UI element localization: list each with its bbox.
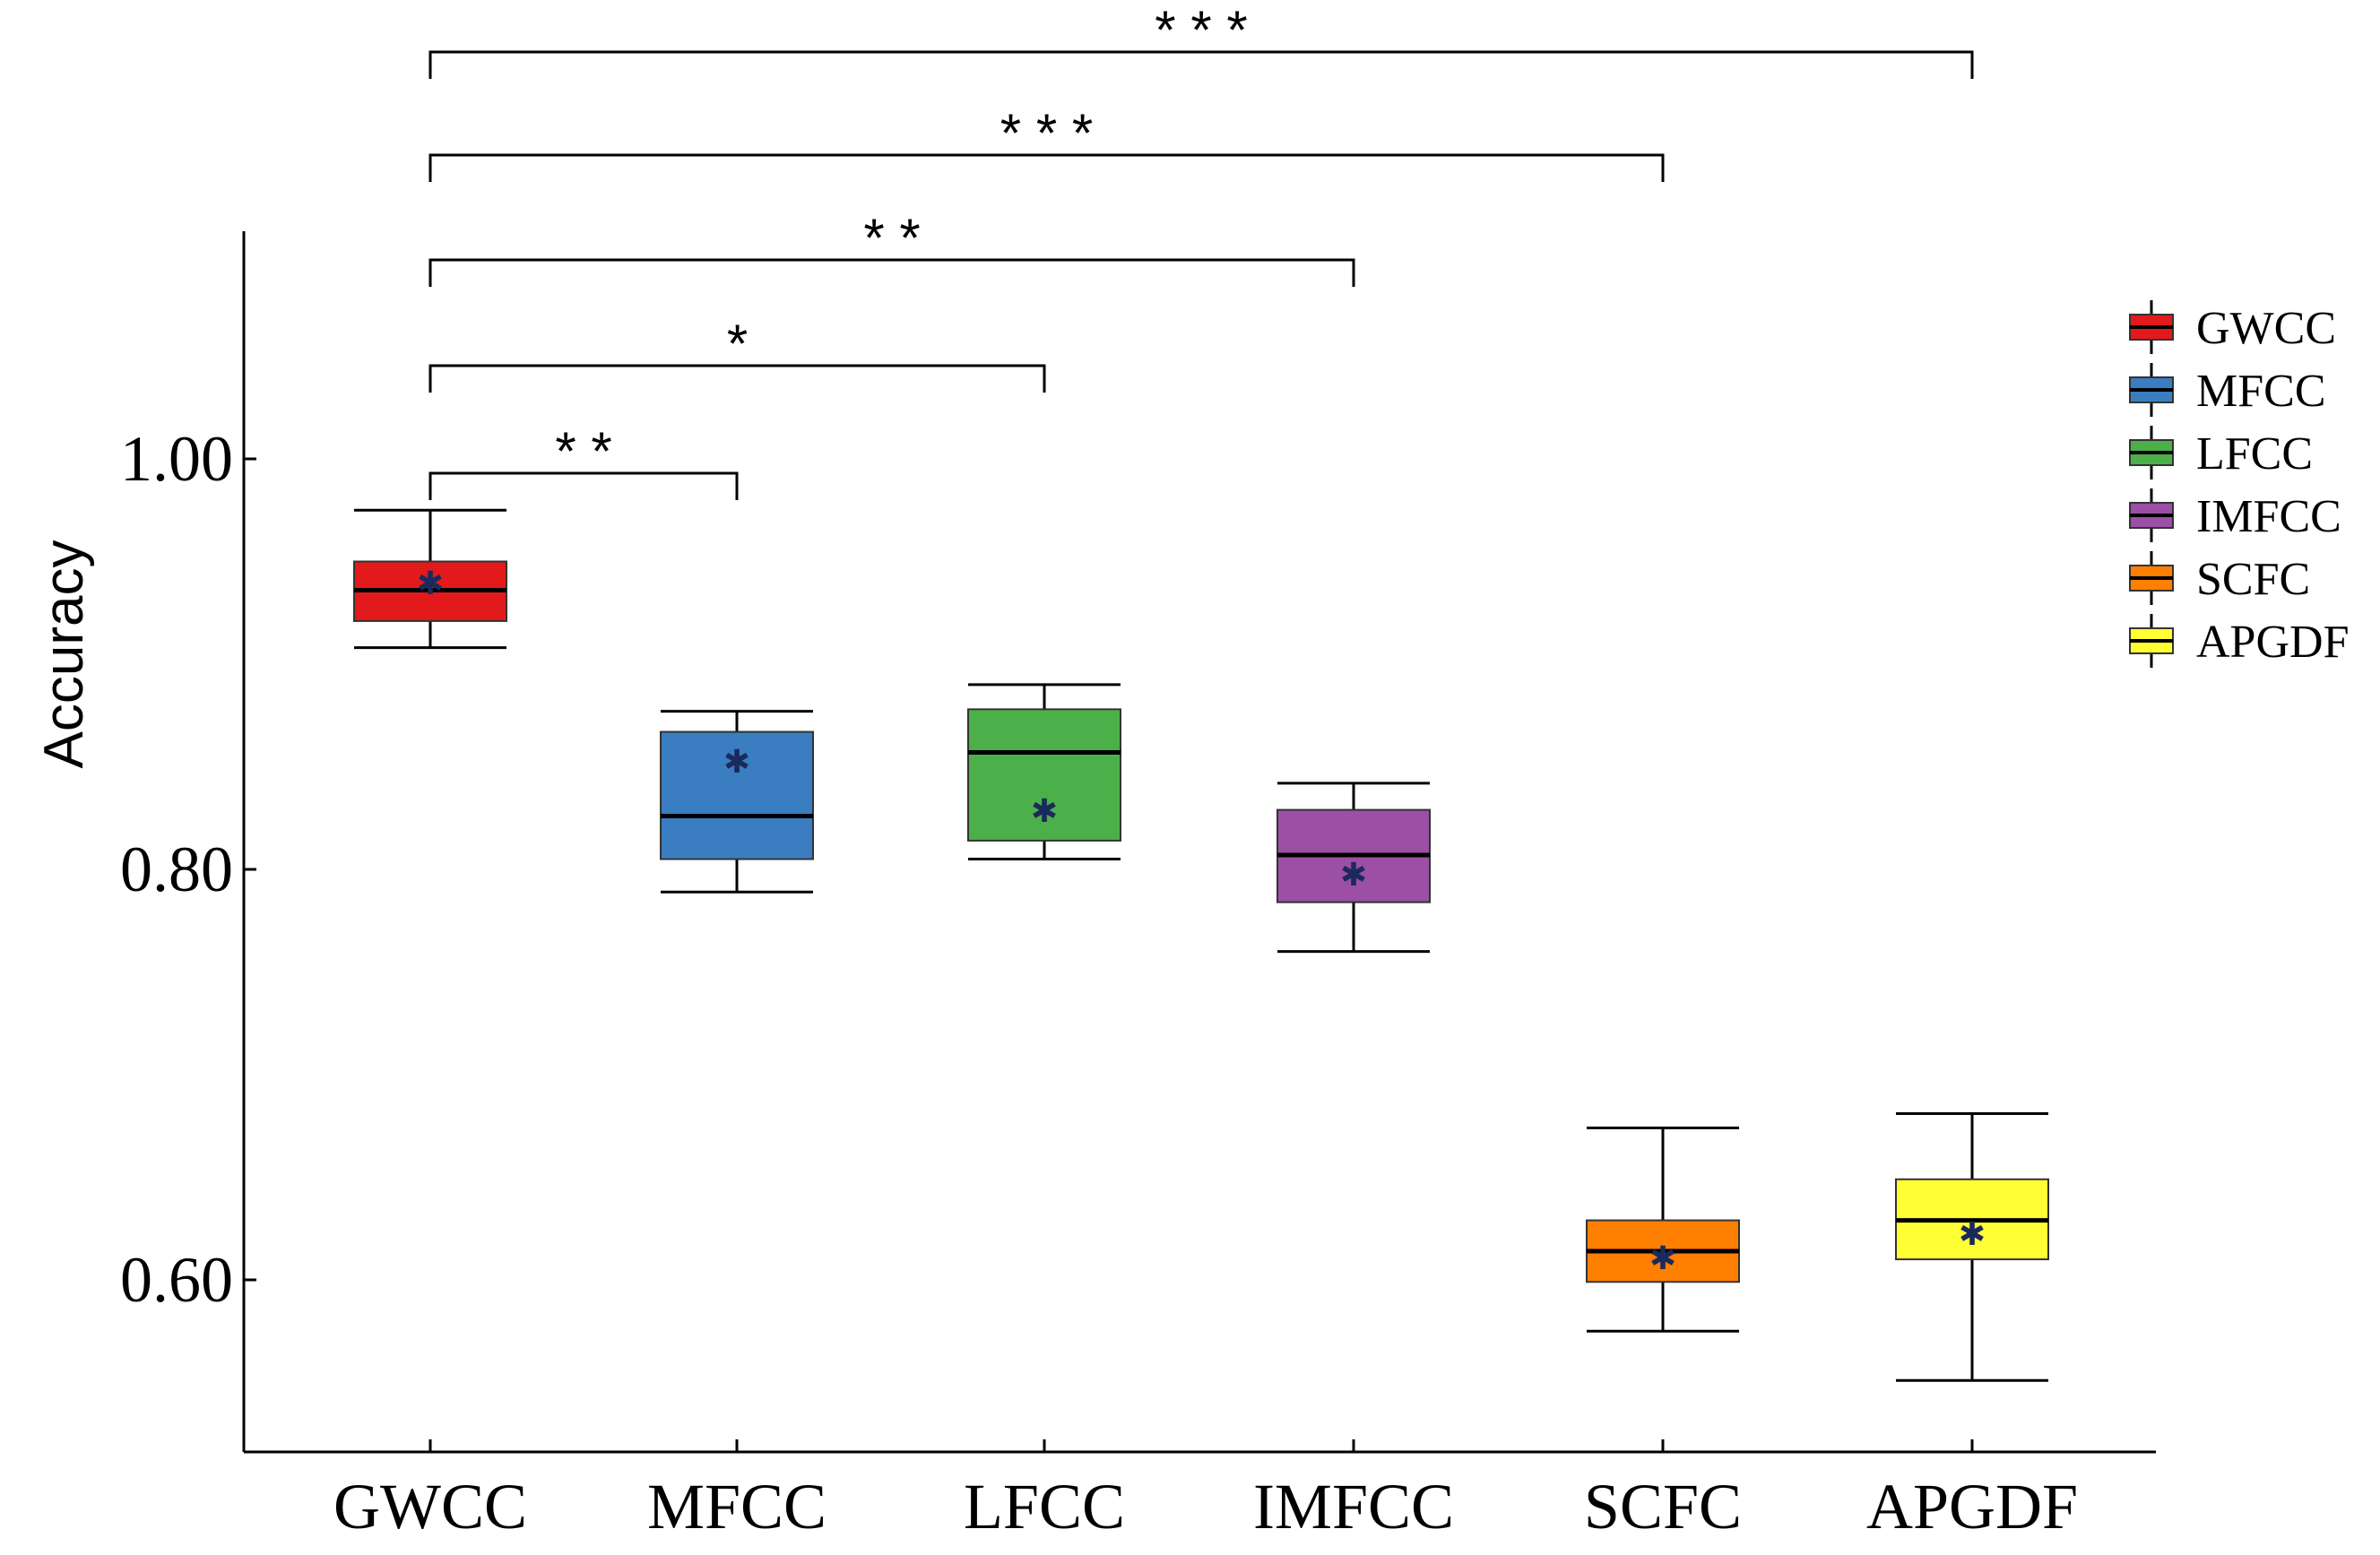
bracket-line bbox=[428, 364, 1046, 393]
mean-marker: ✱ bbox=[1649, 1240, 1676, 1277]
x-tick-label: GWCC bbox=[333, 1471, 527, 1542]
significance-bracket: * bbox=[428, 314, 1046, 393]
boxes: ✱ ✱ ✱ ✱ ✱ ✱ bbox=[353, 508, 2049, 1382]
mean-marker: ✱ bbox=[1031, 793, 1058, 830]
legend-label: LFCC bbox=[2196, 428, 2313, 479]
legend-item-mfcc: MFCC bbox=[2129, 363, 2326, 417]
mean-marker: ✱ bbox=[723, 744, 750, 781]
box-scfc: ✱ bbox=[1586, 1127, 1740, 1333]
y-axis-label: Accuracy bbox=[33, 540, 95, 769]
significance-bracket: * * * bbox=[428, 103, 1665, 182]
legend-item-imfcc: IMFCC bbox=[2129, 488, 2341, 542]
box-lfcc: ✱ bbox=[967, 683, 1121, 861]
y-ticks: 1.00 0.80 0.60 bbox=[120, 423, 256, 1316]
legend-label: APGDF bbox=[2196, 617, 2350, 668]
legend-label: GWCC bbox=[2196, 303, 2336, 354]
mean-marker: ✱ bbox=[417, 566, 444, 602]
box-imfcc: ✱ bbox=[1277, 782, 1431, 954]
legend-label: SCFC bbox=[2196, 554, 2310, 605]
significance-label: * * bbox=[863, 208, 920, 268]
legend-item-scfc: SCFC bbox=[2129, 551, 2310, 605]
significance-bracket: * * bbox=[428, 208, 1355, 287]
legend-label: MFCC bbox=[2196, 366, 2326, 417]
significance-label: * * bbox=[555, 421, 611, 481]
x-tick-label: SCFC bbox=[1584, 1471, 1742, 1542]
x-ticks: GWCC MFCC LFCC IMFCC SCFC APGDF bbox=[333, 1439, 2078, 1542]
y-tick-label: 0.80 bbox=[120, 834, 233, 905]
bracket-line bbox=[428, 153, 1665, 182]
significance-brackets: * * * * * * * * * * * bbox=[428, 0, 1974, 500]
iqr-box bbox=[967, 708, 1121, 842]
y-tick-label: 0.60 bbox=[120, 1244, 233, 1316]
y-tick-label: 1.00 bbox=[120, 423, 233, 495]
box-apgdf: ✱ bbox=[1895, 1112, 2049, 1382]
x-tick-label: APGDF bbox=[1866, 1471, 2078, 1542]
legend: GWCC MFCC LFCC IMFCC SCFC APGDF bbox=[2129, 300, 2350, 668]
legend-item-gwcc: GWCC bbox=[2129, 300, 2336, 354]
bracket-line bbox=[428, 471, 739, 500]
mean-marker: ✱ bbox=[1959, 1216, 1986, 1253]
x-tick-label: LFCC bbox=[964, 1471, 1125, 1542]
significance-label: * * * bbox=[1000, 103, 1093, 163]
legend-item-lfcc: LFCC bbox=[2129, 426, 2313, 479]
x-tick-label: IMFCC bbox=[1253, 1471, 1454, 1542]
significance-bracket: * * * bbox=[428, 0, 1974, 79]
axes bbox=[242, 231, 2156, 1454]
iqr-box bbox=[660, 730, 814, 860]
significance-label: * * * bbox=[1155, 0, 1247, 60]
mean-marker: ✱ bbox=[1340, 857, 1367, 894]
bracket-line bbox=[428, 258, 1355, 287]
legend-item-apgdf: APGDF bbox=[2129, 614, 2350, 668]
legend-label: IMFCC bbox=[2196, 491, 2341, 542]
bracket-line bbox=[428, 50, 1974, 79]
box-gwcc: ✱ bbox=[353, 508, 507, 650]
x-tick-label: MFCC bbox=[647, 1471, 827, 1542]
significance-label: * bbox=[727, 314, 748, 374]
box-mfcc: ✱ bbox=[660, 710, 814, 894]
significance-bracket: * * bbox=[428, 421, 739, 500]
